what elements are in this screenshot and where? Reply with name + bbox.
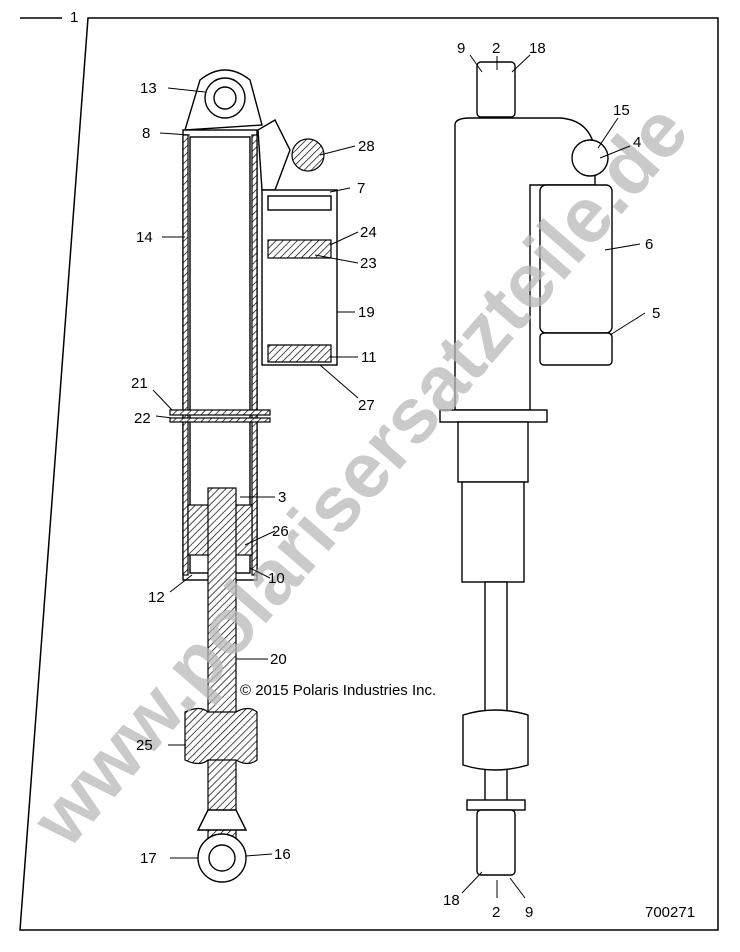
callout-14: 14 [136, 229, 153, 246]
callout-25: 25 [136, 737, 153, 754]
callout-10: 10 [268, 570, 285, 587]
callout-2-top: 2 [492, 40, 500, 57]
left-reservoir-section [257, 119, 338, 366]
callout-17: 17 [140, 850, 157, 867]
callout-6: 6 [645, 236, 653, 253]
callout-24: 24 [360, 224, 377, 241]
callout-28: 28 [358, 138, 375, 155]
callout-18-bottom: 18 [443, 892, 460, 909]
diagram-frame [19, 17, 719, 931]
right-shock-exterior [439, 61, 613, 876]
callout-7: 7 [357, 180, 365, 197]
callout-3: 3 [278, 489, 286, 506]
callout-11: 11 [361, 349, 377, 366]
callout-4: 4 [633, 134, 641, 151]
left-shock-section [169, 69, 271, 883]
callout-5: 5 [652, 305, 660, 322]
callout-9-top: 9 [457, 40, 465, 57]
copyright-notice: © 2015 Polaris Industries Inc. [240, 682, 436, 699]
callout-22: 22 [134, 410, 151, 427]
callout-8: 8 [142, 125, 150, 142]
callout-21: 21 [131, 375, 148, 392]
callout-18-top: 18 [529, 40, 546, 57]
callout-12: 12 [148, 589, 165, 606]
callout-9-bottom: 9 [525, 904, 533, 921]
callout-16: 16 [274, 846, 291, 863]
frame-label: 1 [70, 9, 78, 26]
part-number: 700271 [645, 904, 695, 921]
callout-23: 23 [360, 255, 377, 272]
watermark: www.polarisersatzteile.de [14, 87, 705, 863]
callout-13: 13 [140, 80, 157, 97]
callout-2-bottom: 2 [492, 904, 500, 921]
callout-26: 26 [272, 523, 289, 540]
callout-labels: 13 8 14 21 22 12 3 26 10 20 25 17 16 28 … [131, 40, 660, 921]
leader-lines [152, 54, 646, 899]
callout-19: 19 [358, 304, 375, 321]
callout-20: 20 [270, 651, 287, 668]
callout-15: 15 [613, 102, 630, 119]
callout-27: 27 [358, 397, 375, 414]
